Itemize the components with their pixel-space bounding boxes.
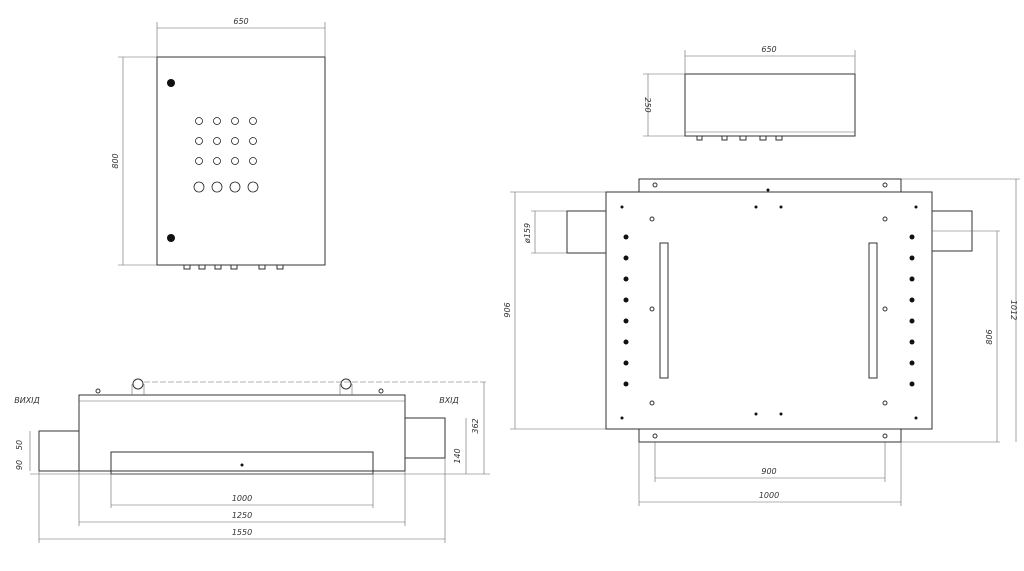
top-rail xyxy=(638,178,902,193)
dim-806: 806 xyxy=(985,329,994,344)
dim-1000-side: 1000 xyxy=(232,494,252,503)
side-view: ВИХІД ВХІД 50 90 140 362 1000 1250 1550 xyxy=(14,378,490,543)
dim-90: 90 xyxy=(15,460,24,470)
dim-1012: 1012 xyxy=(1009,300,1018,320)
handle-right xyxy=(868,242,878,379)
top-width-dim: 650 xyxy=(761,45,776,54)
dim-906: 906 xyxy=(503,302,512,317)
dim-1000-plan: 1000 xyxy=(759,491,779,500)
lifting-eye-right xyxy=(340,378,352,390)
plan-holes xyxy=(620,205,918,420)
indicator-grid xyxy=(193,117,259,193)
bottom-rail xyxy=(638,428,902,443)
dia-159: ø159 xyxy=(523,223,532,244)
inlet-pipe xyxy=(404,417,446,459)
lock-bottom xyxy=(167,234,175,242)
dim-900: 900 xyxy=(761,467,776,476)
top-view: 650 250 xyxy=(643,45,856,141)
cabinet-front xyxy=(156,56,326,266)
cabinet-top xyxy=(684,73,856,137)
plan-view: 906 ø159 806 1012 900 1000 xyxy=(503,178,1020,506)
main-plate xyxy=(605,191,933,430)
dim-1550: 1550 xyxy=(232,528,252,537)
heater-body xyxy=(78,394,406,472)
inlet-label: ВХІД xyxy=(439,396,459,405)
lock-top xyxy=(167,79,175,87)
lifting-eye-left xyxy=(132,378,144,390)
handle-left xyxy=(659,242,669,379)
cable-glands xyxy=(183,264,284,270)
dim-362: 362 xyxy=(471,418,480,433)
left-pipe xyxy=(566,210,607,254)
top-height-dim: 250 xyxy=(643,97,652,112)
outlet-label: ВИХІД xyxy=(14,396,40,405)
dim-1250: 1250 xyxy=(232,511,252,520)
dim-140: 140 xyxy=(453,448,462,463)
dim-50: 50 xyxy=(15,440,24,450)
front-width-dim: 650 xyxy=(233,17,248,26)
front-height-dim: 800 xyxy=(111,153,120,168)
outlet-pipe xyxy=(38,430,80,472)
front-view: 650 800 xyxy=(111,17,326,270)
